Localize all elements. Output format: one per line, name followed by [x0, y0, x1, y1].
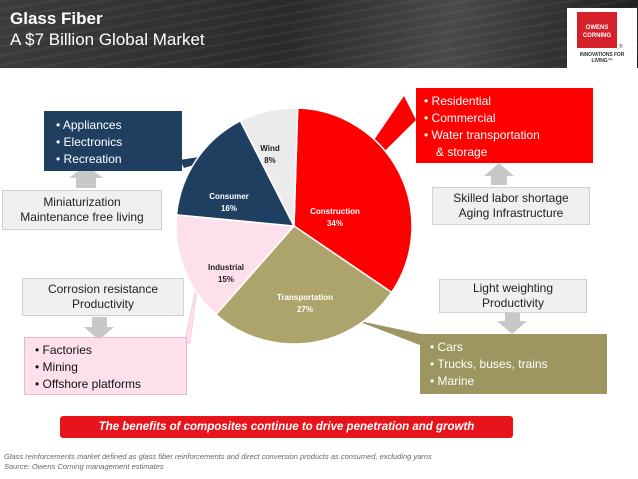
- industrial-driver-1: Corrosion resistance: [47, 282, 159, 296]
- transportation-driver-arrow: [497, 313, 527, 334]
- logo-trademark: ®: [619, 44, 623, 50]
- industrial-slice-label: Industrial: [208, 263, 244, 272]
- industrial-slice-value: 15%: [218, 275, 234, 284]
- header-bar: Glass Fiber A $7 Billion Global Market O…: [0, 0, 638, 68]
- industrial-drivers-box: Corrosion resistance Productivity: [22, 278, 184, 316]
- industrial-slice: [175, 214, 296, 316]
- consumer-item-2: • Electronics: [56, 135, 123, 149]
- footnote-source: Source: Owens Corning management estimat…: [4, 462, 164, 471]
- slide-title: Glass Fiber: [10, 9, 103, 28]
- logo-mark: OWENS CORNING: [577, 12, 617, 48]
- construction-driver-2: Aging Infrastructure: [458, 206, 564, 220]
- transportation-item-2: • Trucks, buses, trains: [430, 357, 548, 371]
- wind-slice: [239, 107, 299, 227]
- transportation-callout-box: • Cars • Trucks, buses, trains • Marine: [420, 334, 607, 394]
- transportation-drivers-box: Light weighting Productivity: [439, 279, 587, 313]
- consumer-slice-label: Consumer: [209, 192, 249, 201]
- consumer-slice-value: 16%: [221, 204, 237, 213]
- transportation-slice-label: Transportation: [277, 293, 333, 302]
- logo-tagline: INNOVATIONS FOR LIVING™: [579, 52, 625, 64]
- construction-slice-label: Construction: [310, 207, 360, 216]
- construction-driver-arrow: [484, 163, 514, 185]
- consumer-item-1: • Appliances: [56, 118, 122, 132]
- construction-item-1: • Residential: [424, 94, 491, 108]
- construction-item-2: • Commercial: [424, 111, 496, 125]
- consumer-item-3: • Recreation: [56, 152, 122, 166]
- transportation-slice: [214, 225, 393, 345]
- transportation-item-3: • Marine: [430, 374, 475, 388]
- industrial-item-3: • Offshore platforms: [35, 377, 142, 391]
- transportation-callout-pointer: [355, 320, 430, 345]
- consumer-slice: [175, 119, 296, 227]
- transportation-item-1: • Cars: [430, 340, 463, 354]
- industrial-item-2: • Mining: [35, 360, 78, 374]
- logo-text-2: CORNING: [582, 33, 612, 39]
- consumer-driver-2: Maintenance free living: [20, 210, 144, 224]
- consumer-callout-box: • Appliances • Electronics • Recreation: [44, 111, 182, 171]
- transportation-slice-value: 27%: [297, 305, 313, 314]
- construction-callout-box: • Residential • Commercial • Water trans…: [416, 88, 593, 163]
- industrial-callout-box: • Factories • Mining • Offshore platform…: [24, 337, 187, 395]
- logo-text-1: OWENS: [585, 25, 609, 31]
- construction-driver-1: Skilled labor shortage: [453, 191, 569, 205]
- construction-slice: [293, 107, 413, 294]
- industrial-item-1: • Factories: [35, 343, 92, 357]
- transportation-driver-1: Light weighting: [472, 281, 554, 295]
- consumer-driver-arrow: [69, 165, 103, 188]
- slide-subtitle: A $7 Billion Global Market: [10, 30, 205, 49]
- wind-slice-label: Wind: [260, 144, 280, 153]
- key-message-banner: The benefits of composites continue to d…: [60, 416, 513, 438]
- header-texture: [0, 0, 638, 68]
- owens-corning-logo: OWENS CORNING ® INNOVATIONS FOR LIVING™: [567, 8, 637, 68]
- footnote-definition: Glass reinforcements market defined as g…: [4, 452, 432, 461]
- industrial-driver-arrow: [84, 317, 114, 340]
- consumer-drivers-box: Miniaturization Maintenance free living: [2, 190, 162, 230]
- industrial-driver-2: Productivity: [71, 297, 134, 311]
- construction-slice-value: 34%: [327, 219, 343, 228]
- construction-item-4: & storage: [436, 145, 488, 159]
- transportation-driver-2: Productivity: [481, 296, 545, 310]
- construction-item-3: • Water transportation: [424, 128, 540, 142]
- wind-slice-value: 8%: [264, 156, 276, 165]
- construction-drivers-box: Skilled labor shortage Aging Infrastruct…: [432, 187, 590, 225]
- consumer-driver-1: Miniaturization: [43, 195, 121, 209]
